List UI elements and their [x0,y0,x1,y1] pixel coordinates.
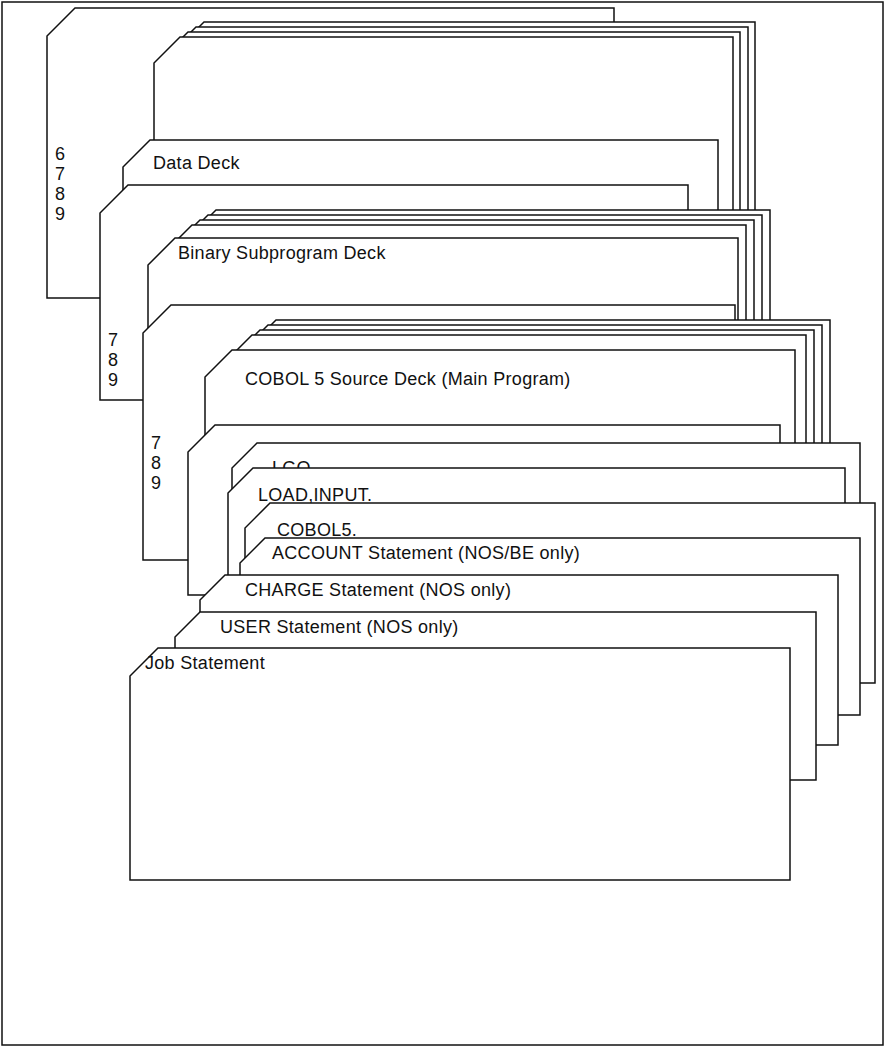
card-label: ACCOUNT Statement (NOS/BE only) [272,543,580,563]
card-label: LOAD,INPUT. [258,485,372,505]
card-label: Data Deck [153,153,240,173]
card-label: Job Statement [145,653,265,673]
card-shape [130,648,790,880]
punch-rows: 7 8 9 [151,433,164,493]
card-outline [130,648,790,880]
card-label: COBOL 5 Source Deck (Main Program) [245,369,571,389]
card-label: USER Statement (NOS only) [220,617,459,637]
card-label: Binary Subprogram Deck [178,243,386,263]
card-label: CHARGE Statement (NOS only) [245,580,511,600]
card-label: COBOL5. [277,520,357,540]
punched-card: Job Statement [130,648,790,880]
punch-rows: 6 7 8 9 [55,144,68,224]
punch-rows: 7 8 9 [108,330,121,390]
